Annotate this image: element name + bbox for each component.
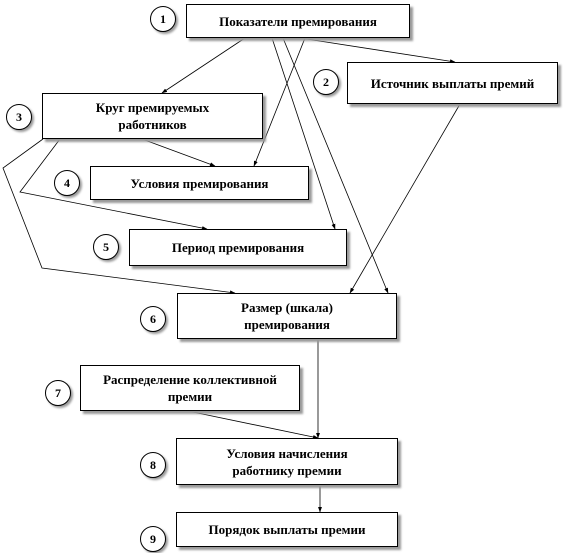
box-eligible-employees: Круг премируемых работников	[42, 93, 263, 139]
badge-8: 8	[140, 452, 166, 478]
edge-1-3	[161, 37, 246, 94]
box-bonus-conditions-label: Условия премирования	[130, 175, 269, 191]
box-accrual-conditions: Условия начисления работнику премии	[176, 438, 398, 485]
box-bonus-conditions: Условия премирования	[90, 166, 309, 200]
badge-3: 3	[6, 104, 32, 130]
edge-1-4	[253, 37, 306, 167]
edge-3-4	[141, 138, 216, 167]
edge-3-5	[19, 138, 208, 230]
edge-1-2	[299, 37, 456, 64]
box-collective-bonus-distribution-label: Распределение коллективной премии	[103, 372, 277, 404]
box-payment-procedure: Порядок выплаты премии	[176, 512, 398, 547]
edge-1-5	[271, 37, 336, 230]
badge-6: 6	[140, 306, 166, 332]
box-bonus-source-label: Источник выплаты премий	[370, 75, 535, 91]
badge-7: 7	[45, 380, 71, 406]
badge-1: 1	[150, 6, 176, 32]
box-bonus-source: Источник выплаты премий	[347, 62, 558, 104]
box-eligible-employees-label: Круг премируемых работников	[95, 100, 210, 132]
box-performance-indicators-label: Показатели премирования	[219, 13, 377, 29]
edge-3-6	[2, 138, 236, 295]
edge-7-8	[187, 410, 319, 439]
box-performance-indicators: Показатели премирования	[186, 4, 410, 38]
box-collective-bonus-distribution: Распределение коллективной премии	[80, 365, 300, 411]
edge-1-6	[282, 37, 389, 294]
box-bonus-scale-label: Размер (шкала) премирования	[241, 300, 333, 332]
badge-5: 5	[93, 234, 119, 260]
badge-4: 4	[54, 170, 80, 196]
box-bonus-scale: Размер (шкала) премирования	[177, 293, 397, 339]
box-accrual-conditions-label: Условия начисления работнику премии	[226, 445, 348, 478]
badge-2: 2	[313, 69, 339, 95]
badge-9: 9	[140, 526, 166, 552]
box-bonus-period-label: Период премирования	[171, 240, 305, 255]
edge-2-6	[349, 103, 461, 294]
box-payment-procedure-label: Порядок выплаты премии	[208, 522, 366, 537]
box-bonus-period: Период премирования	[129, 229, 347, 266]
